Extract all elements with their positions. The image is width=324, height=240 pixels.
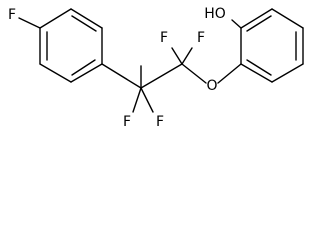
ring-bond	[39, 63, 72, 83]
ring-double-bond	[71, 15, 97, 32]
ring-double-bond	[246, 15, 272, 32]
carbon-fluorine-bond	[171, 47, 183, 65]
carbon-fluorine-bond	[140, 87, 154, 113]
ring-double-bond	[246, 59, 272, 76]
ring-bond	[271, 8, 304, 29]
hydroxyphenyl-ring	[240, 8, 304, 83]
hydroxyl-label: HO	[204, 6, 226, 22]
carbon-carbon-bond	[101, 63, 142, 89]
chemical-structure-diagram: F F F F F O HO	[8, 6, 304, 130]
ring-bond	[70, 63, 103, 83]
lower-right-fluorine-label: F	[156, 114, 164, 130]
oxygen-ring-bond	[217, 63, 242, 84]
carbon-fluorine-bond	[18, 17, 41, 29]
ring-bond	[240, 8, 273, 29]
upper-right-fluorine-label: F	[197, 30, 205, 46]
ring-bond	[240, 63, 273, 83]
tetrafluoroethyl-linker	[132, 47, 207, 113]
ring-bond	[271, 63, 304, 83]
carbon-carbon-bond	[140, 63, 183, 89]
carbon-fluorine-bond	[132, 87, 142, 113]
upper-left-fluorine-label: F	[160, 30, 168, 46]
ring-double-bond	[71, 59, 96, 76]
fluorophenyl-ring	[39, 8, 103, 83]
ring-bond	[70, 8, 103, 29]
ring-bond	[39, 8, 72, 29]
carbon-hydroxyl-bond	[231, 19, 242, 29]
para-fluorine-label: F	[8, 7, 16, 23]
carbon-oxygen-bond	[181, 63, 207, 84]
ether-oxygen-label: O	[206, 78, 217, 94]
lower-left-fluorine-label: F	[123, 114, 131, 130]
carbon-fluorine-bond	[181, 47, 193, 65]
